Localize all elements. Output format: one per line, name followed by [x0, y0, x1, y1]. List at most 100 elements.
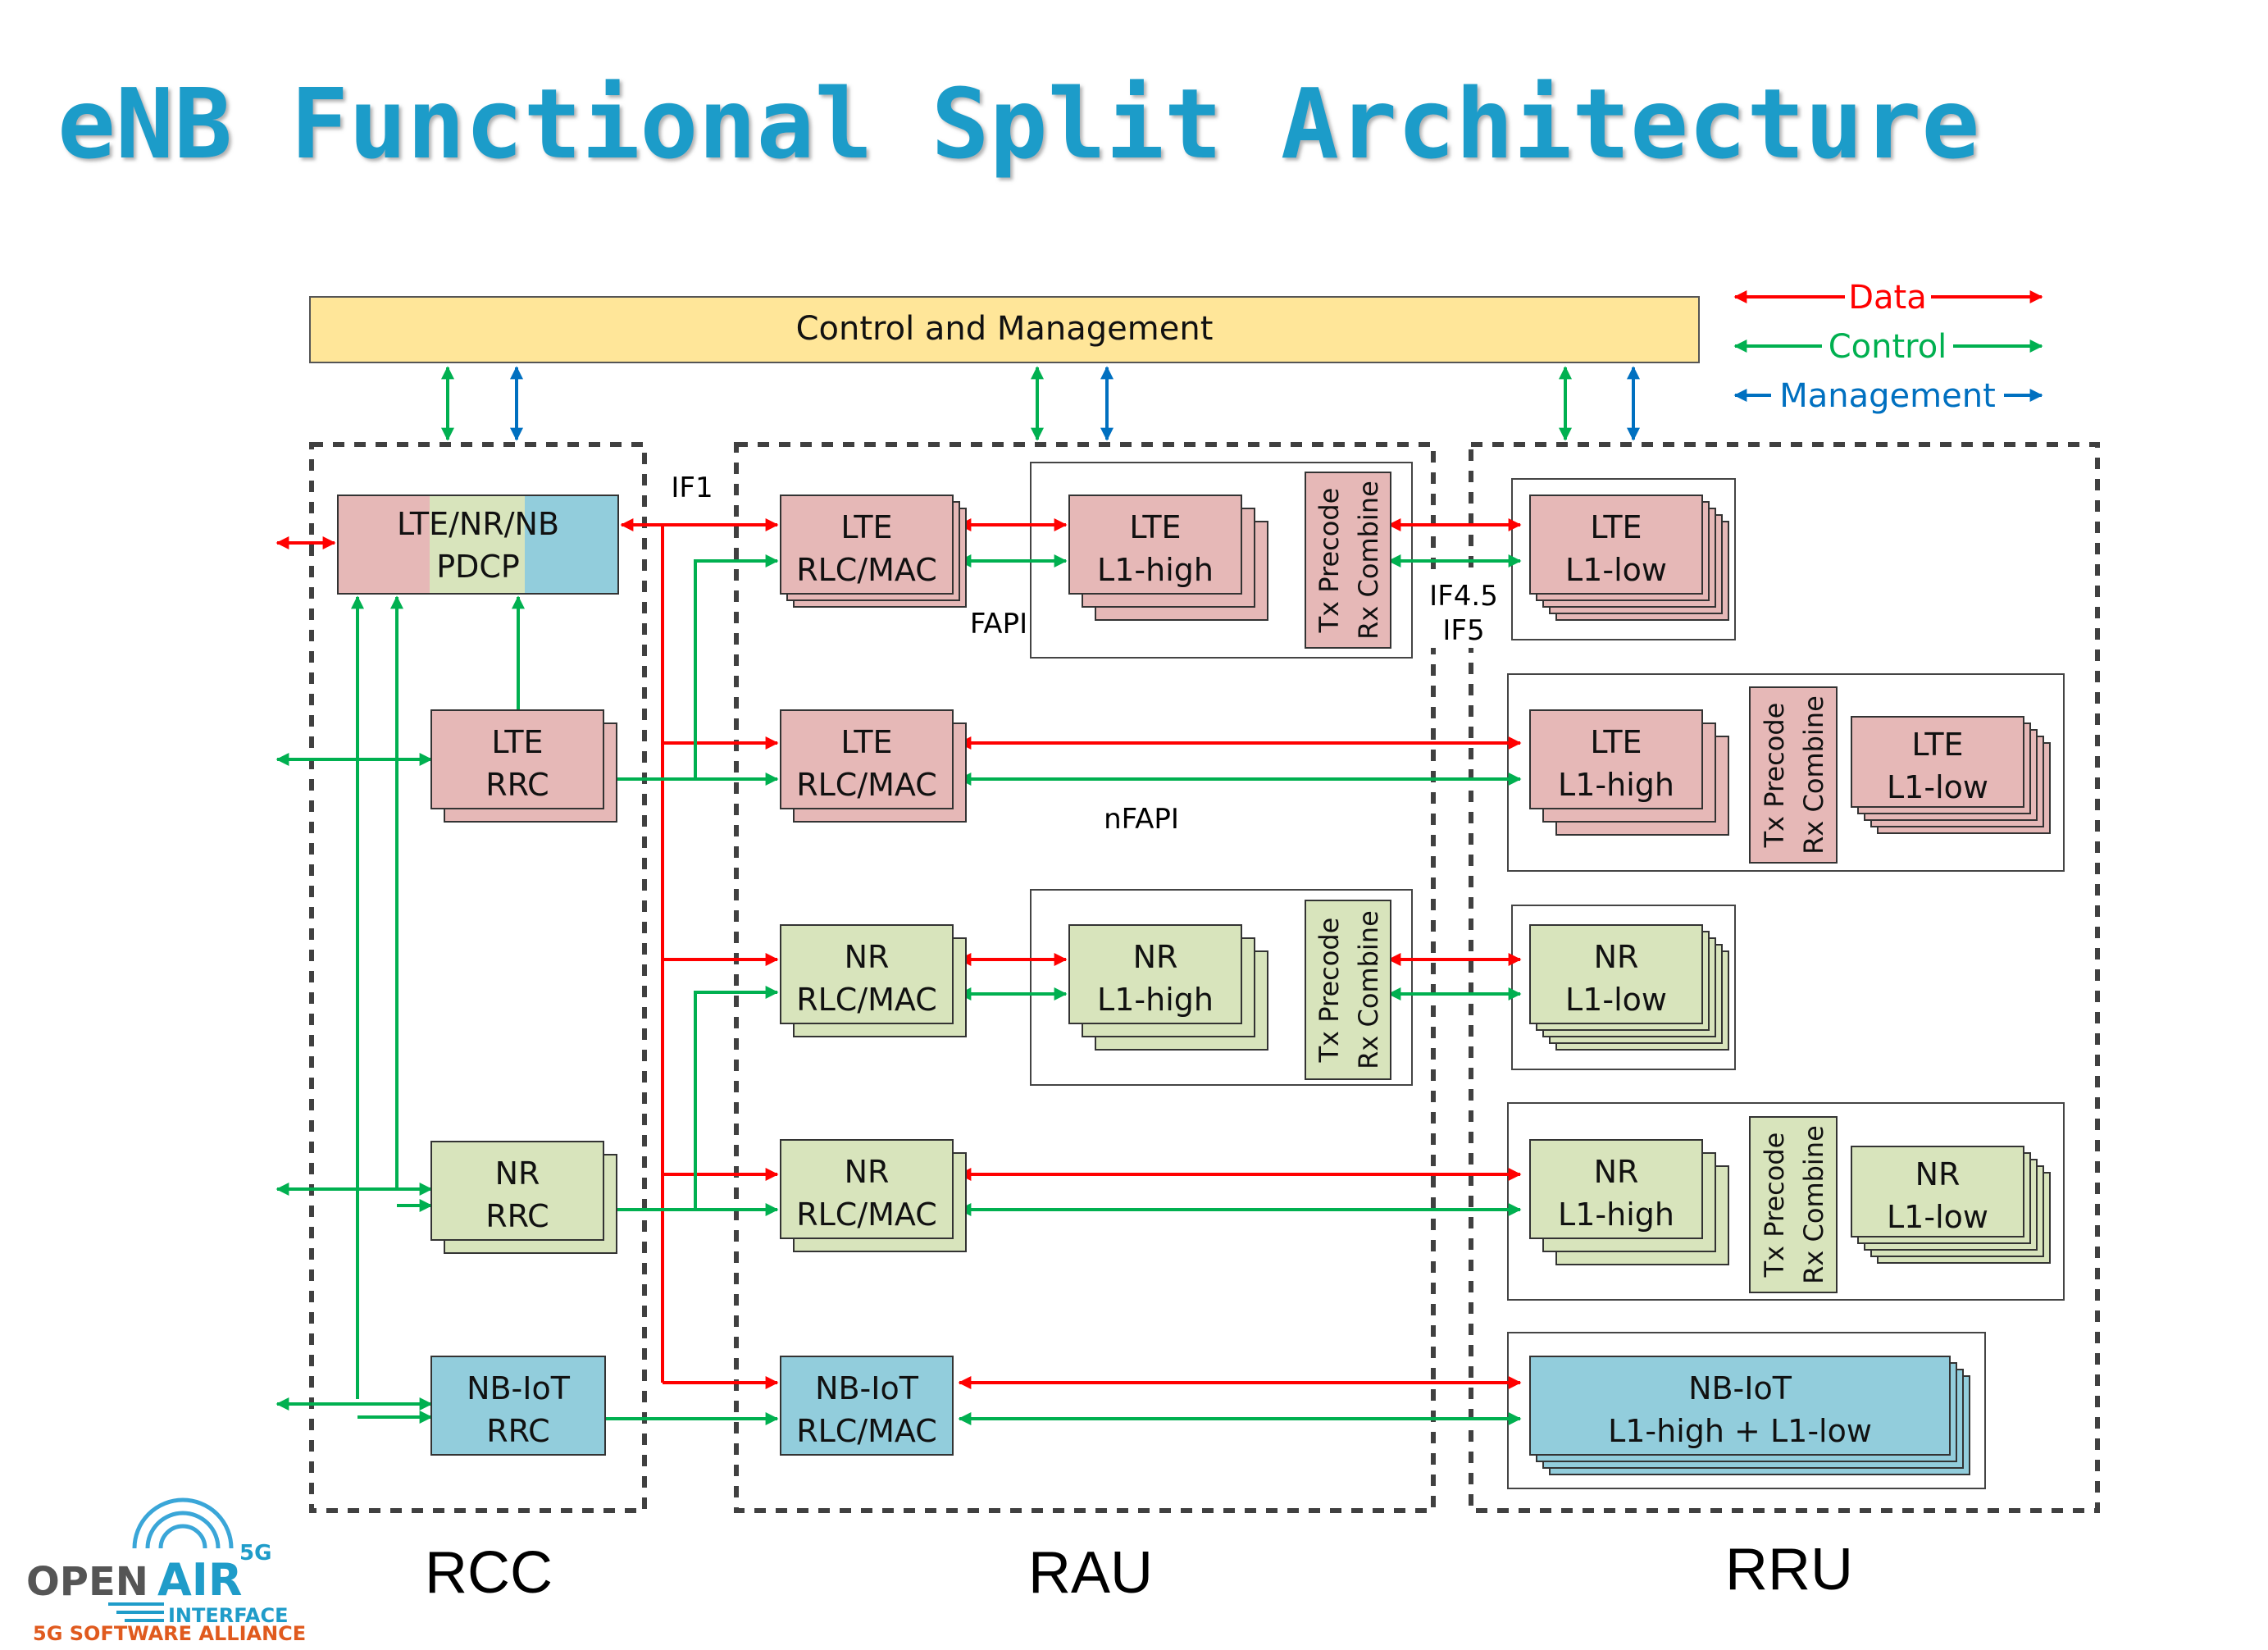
lte-rlc-mac-1-line2: RLC/MAC [796, 552, 937, 588]
nr-l1-low-rru-2-line1: NR [1915, 1156, 1961, 1192]
legend-management-label: Management [1779, 377, 1996, 415]
if45-label-bg [1423, 574, 1505, 648]
lte-l1-low-rru-2-line1: LTE [1911, 727, 1963, 763]
nr-l1-low-rru-1-line2: L1-low [1565, 982, 1667, 1018]
lte-l1-high-rau: LTE L1-high [1068, 495, 1268, 621]
nb-l1-rru-face [1529, 1356, 1951, 1456]
nr-control-riser [694, 986, 779, 1210]
lte-rlc-mac-1-line1: LTE [840, 509, 892, 545]
logo-interface-text: INTERFACE [168, 1604, 288, 1627]
rru-nr-precode-line2: Rx Combine [1798, 1125, 1829, 1284]
nr-l1-low-rru-2-face [1851, 1146, 2024, 1238]
pdcp-border [337, 495, 619, 595]
rau-region [734, 442, 1436, 1513]
nb-l1-rru-line2: L1-high + L1-low [1608, 1413, 1872, 1449]
connector-lines [276, 518, 1522, 1425]
nr-l1-high-rru-line2: L1-high [1558, 1196, 1674, 1233]
function-blocks: LTE/NR/NBPDCPLTERRCNRRRCNB-IoTRRCLTERLC/… [337, 472, 2051, 1475]
lte-l1-high-rau-line1: LTE [1129, 509, 1181, 545]
lte-rlc-mac-2-line2: RLC/MAC [796, 767, 937, 803]
legend-control-label: Control [1829, 328, 1947, 366]
if45-label: IF4.5 [1429, 580, 1498, 613]
nr-rlc-mac-2-line2: RLC/MAC [796, 1196, 937, 1233]
lte-rrc-block-face [430, 709, 604, 809]
nr-rlc-mac-1-line2: RLC/MAC [796, 982, 937, 1018]
lte-l1-high-rau-face [1068, 495, 1242, 595]
rru-lte-precode-line2: Rx Combine [1798, 695, 1829, 855]
rau-lte-precode: Tx Precode Rx Combine [1305, 472, 1391, 649]
fapi-label: FAPI [970, 608, 1027, 640]
lte-l1-low-rru-2: LTE L1-low [1851, 716, 2051, 834]
rcc-region [309, 442, 647, 1513]
nb-rlc-mac-line1: NB-IoT [815, 1370, 919, 1406]
lte-l1-low-rru-2-face [1851, 716, 2024, 808]
page-title: eNB Functional Split Architecture [57, 67, 1979, 180]
nr-l1-high-rru-line1: NR [1594, 1154, 1639, 1190]
logo-5g-superscript: 5G [239, 1541, 271, 1566]
lte-rlc-mac-1-face [780, 495, 954, 595]
nb-l1-rru: NB-IoT L1-high + L1-low [1529, 1356, 1970, 1475]
nb-l1-rru-line1: NB-IoT [1688, 1370, 1792, 1406]
nr-l1-high-rru-face [1529, 1139, 1703, 1239]
nr-l1-high-rau-line2: L1-high [1097, 982, 1214, 1018]
rau-lte-precode-face [1305, 472, 1391, 649]
nr-rlc-mac-1-face [780, 924, 954, 1024]
nr-rrc-block-face [430, 1141, 604, 1241]
nr-l1-low-rru-2: NR L1-low [1851, 1146, 2051, 1264]
nb-rrc-block-line2: RRC [486, 1413, 549, 1449]
rru-lte-precode-line1: Tx Precode [1759, 703, 1790, 849]
rru-region [1469, 442, 2100, 1513]
nb-rlc-mac-line2: RLC/MAC [796, 1413, 937, 1449]
lte-l1-high-rau-line2: L1-high [1097, 552, 1214, 588]
nb-rrc-block-line1: NB-IoT [467, 1370, 571, 1406]
rau-nr-precode-line2: Rx Combine [1353, 910, 1384, 1069]
rru-region-label: RRU [1725, 1537, 1853, 1602]
legend-data-label: Data [1848, 279, 1927, 317]
rau-lte-precode-line2: Rx Combine [1353, 481, 1384, 640]
nr-l1-high-rau-face [1068, 924, 1242, 1024]
pdcp-line2: PDCP [436, 549, 520, 585]
rru-lte-precode-face [1749, 686, 1838, 864]
lte-rrc-block-line1: LTE [491, 724, 543, 760]
pdcp-nb-segment [525, 495, 618, 594]
pdcp-lte-segment [338, 495, 430, 594]
logo-tagline: 5G SOFTWARE ALLIANCE [33, 1622, 306, 1645]
logo-signal-arc-1 [158, 1524, 207, 1549]
nr-rrc-block-line1: NR [495, 1155, 540, 1192]
legend: Data Control Management [1733, 279, 2043, 415]
lte-l1-high-rru-line1: LTE [1590, 724, 1642, 760]
lte-rlc-mac-1: LTE RLC/MAC [780, 495, 967, 608]
lte-l1-low-rru-1-line2: L1-low [1565, 552, 1667, 588]
lte-l1-low-rru-2-line2: L1-low [1887, 769, 1988, 805]
logo-air-text: AIR [157, 1554, 242, 1606]
rru-lte-precode: Tx Precode Rx Combine [1749, 686, 1838, 864]
rru-nr-precode-line1: Tx Precode [1759, 1133, 1790, 1279]
nr-l1-high-rau-line1: NR [1133, 939, 1178, 975]
lte-l1-high-rru-face [1529, 709, 1703, 809]
rau-nr-precode-face [1305, 900, 1391, 1080]
nb-rlc-mac: NB-IoT RLC/MAC [780, 1356, 954, 1456]
logo-signal-arc-3 [132, 1497, 234, 1549]
rcc-region-label: RCC [425, 1540, 553, 1606]
nr-l1-low-rru-2-line2: L1-low [1887, 1199, 1988, 1235]
nb-rlc-mac-face [780, 1356, 954, 1456]
lte-rlc-mac-2-face [780, 709, 954, 809]
control-management-bar [309, 296, 1700, 363]
if1-label: IF1 [671, 472, 713, 504]
rau-lte-precode-line1: Tx Precode [1314, 488, 1345, 634]
openair-logo: OPEN AIR 5G INTERFACE 5G SOFTWARE ALLIAN… [26, 1497, 306, 1645]
control-management-label: Control and Management [796, 310, 1214, 348]
rau-region-label: RAU [1028, 1540, 1153, 1606]
rru-nr-split-group [1507, 1102, 2065, 1301]
pdcp-nr-segment [430, 495, 525, 594]
nb-rrc-block: NB-IoT RRC [430, 1356, 606, 1456]
pdcp-line1: LTE/NR/NB [397, 506, 559, 542]
rru-nr-precode: Tx Precode Rx Combine [1749, 1116, 1838, 1293]
lte-rrc-block-line2: RRC [485, 767, 549, 803]
logo-signal-arc-2 [145, 1511, 221, 1549]
